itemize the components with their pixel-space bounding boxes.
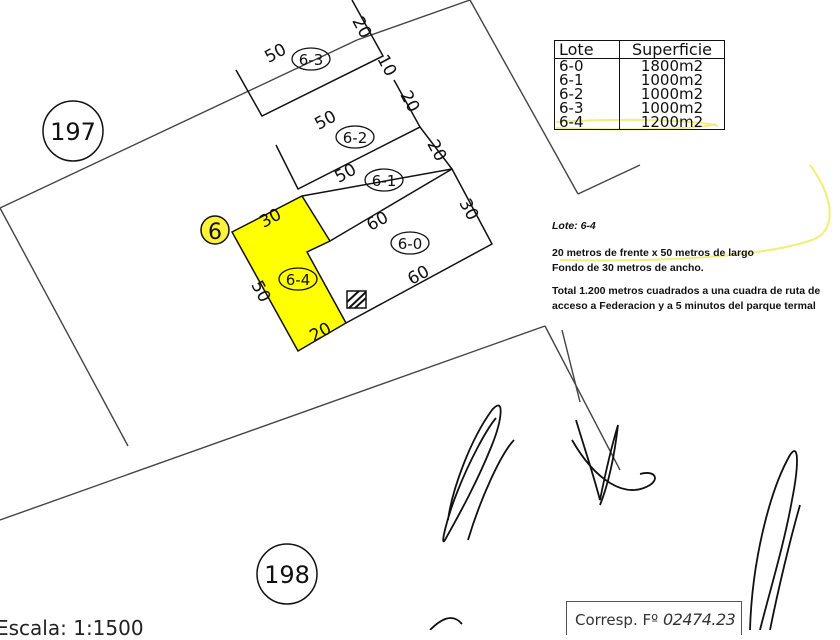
dim-6-3-rear: 10	[373, 51, 401, 79]
lot-6-4-ellipse	[278, 267, 318, 291]
hatched-square-icon	[346, 290, 367, 309]
table-cell-superficie: 1800m2	[640, 57, 704, 75]
scale-label: Escala: 1:1500	[0, 616, 144, 640]
lot-rear-line: Fondo de 30 metros de ancho.	[552, 262, 704, 274]
table-cell-superficie: 1200m2	[640, 113, 704, 131]
lot-6-1-ellipse	[364, 168, 404, 192]
table-cell-lote: 6-4	[554, 115, 620, 130]
lot-area-table: Lote Superficie 6-0 1800m2 6-1 1000m2 6-…	[554, 40, 725, 130]
table-cell-superficie: 1000m2	[640, 71, 704, 89]
lot-6-0-ellipse	[390, 231, 430, 255]
table-cell-lote: 6-3	[554, 101, 620, 116]
corresp-number: 02474.23	[662, 610, 736, 629]
lot-title: Lote: 6-4	[552, 220, 596, 232]
correspondence-stamp: Corresp. Fº 02474.23	[566, 601, 742, 635]
lot-6-1-label: 6-1	[372, 172, 397, 190]
table-row: 6-2 1000m2	[554, 85, 725, 103]
lot-outlines	[235, 0, 494, 324]
corresp-label: Corresp. Fº	[575, 611, 659, 629]
lot-dimensions-line: 20 metros de frente x 50 metros de largo	[552, 247, 754, 259]
table-cell-lote: 6-0	[554, 58, 620, 73]
dim-6-2-front: 50	[311, 107, 339, 135]
dim-6-3-side: 20	[348, 13, 376, 41]
dim-6-1-front: 50	[331, 160, 359, 188]
lot-6-3-ellipse	[291, 47, 331, 71]
table-row: 6-3 1000m2	[554, 99, 725, 117]
table-cell-superficie: 1000m2	[640, 85, 704, 103]
lot-6-0-label: 6-0	[398, 235, 423, 253]
table-row: 6-1 1000m2	[554, 71, 725, 89]
lot-total-text: Total 1.200 metros cuadrados a una cuadr…	[552, 285, 821, 312]
lot-6-2-label: 6-2	[343, 129, 368, 147]
block-boundaries	[0, 0, 641, 521]
lot-description: Lote: 6-4 20 metros de frente x 50 metro…	[552, 219, 837, 322]
lot-6-2-ellipse	[335, 125, 375, 149]
dim-6-3-front: 50	[261, 40, 289, 68]
table-header-row: Lote Superficie	[554, 40, 725, 59]
dim-6-0-rear: 60	[404, 262, 432, 290]
block-6-circle	[200, 215, 230, 245]
table-cell-superficie: 1000m2	[640, 99, 704, 117]
block-197-circle	[42, 100, 104, 162]
lot-6-4-label: 6-4	[286, 271, 311, 289]
lot-6-3-label: 6-3	[299, 51, 324, 69]
block-6-label: 6	[208, 220, 222, 245]
table-header-superficie: Superficie	[619, 40, 725, 59]
block-197-label: 197	[50, 118, 96, 146]
table-cell-lote: 6-1	[554, 73, 620, 88]
table-header-lote: Lote	[554, 40, 620, 59]
dim-6-0-front: 60	[363, 208, 391, 236]
block-198-circle	[256, 543, 318, 605]
table-cell-lote: 6-2	[554, 87, 620, 102]
table-row: 6-4 1200m2	[554, 113, 725, 131]
block-198-label: 198	[264, 561, 310, 589]
signature	[429, 404, 801, 630]
table-row: 6-0 1800m2	[554, 57, 725, 75]
